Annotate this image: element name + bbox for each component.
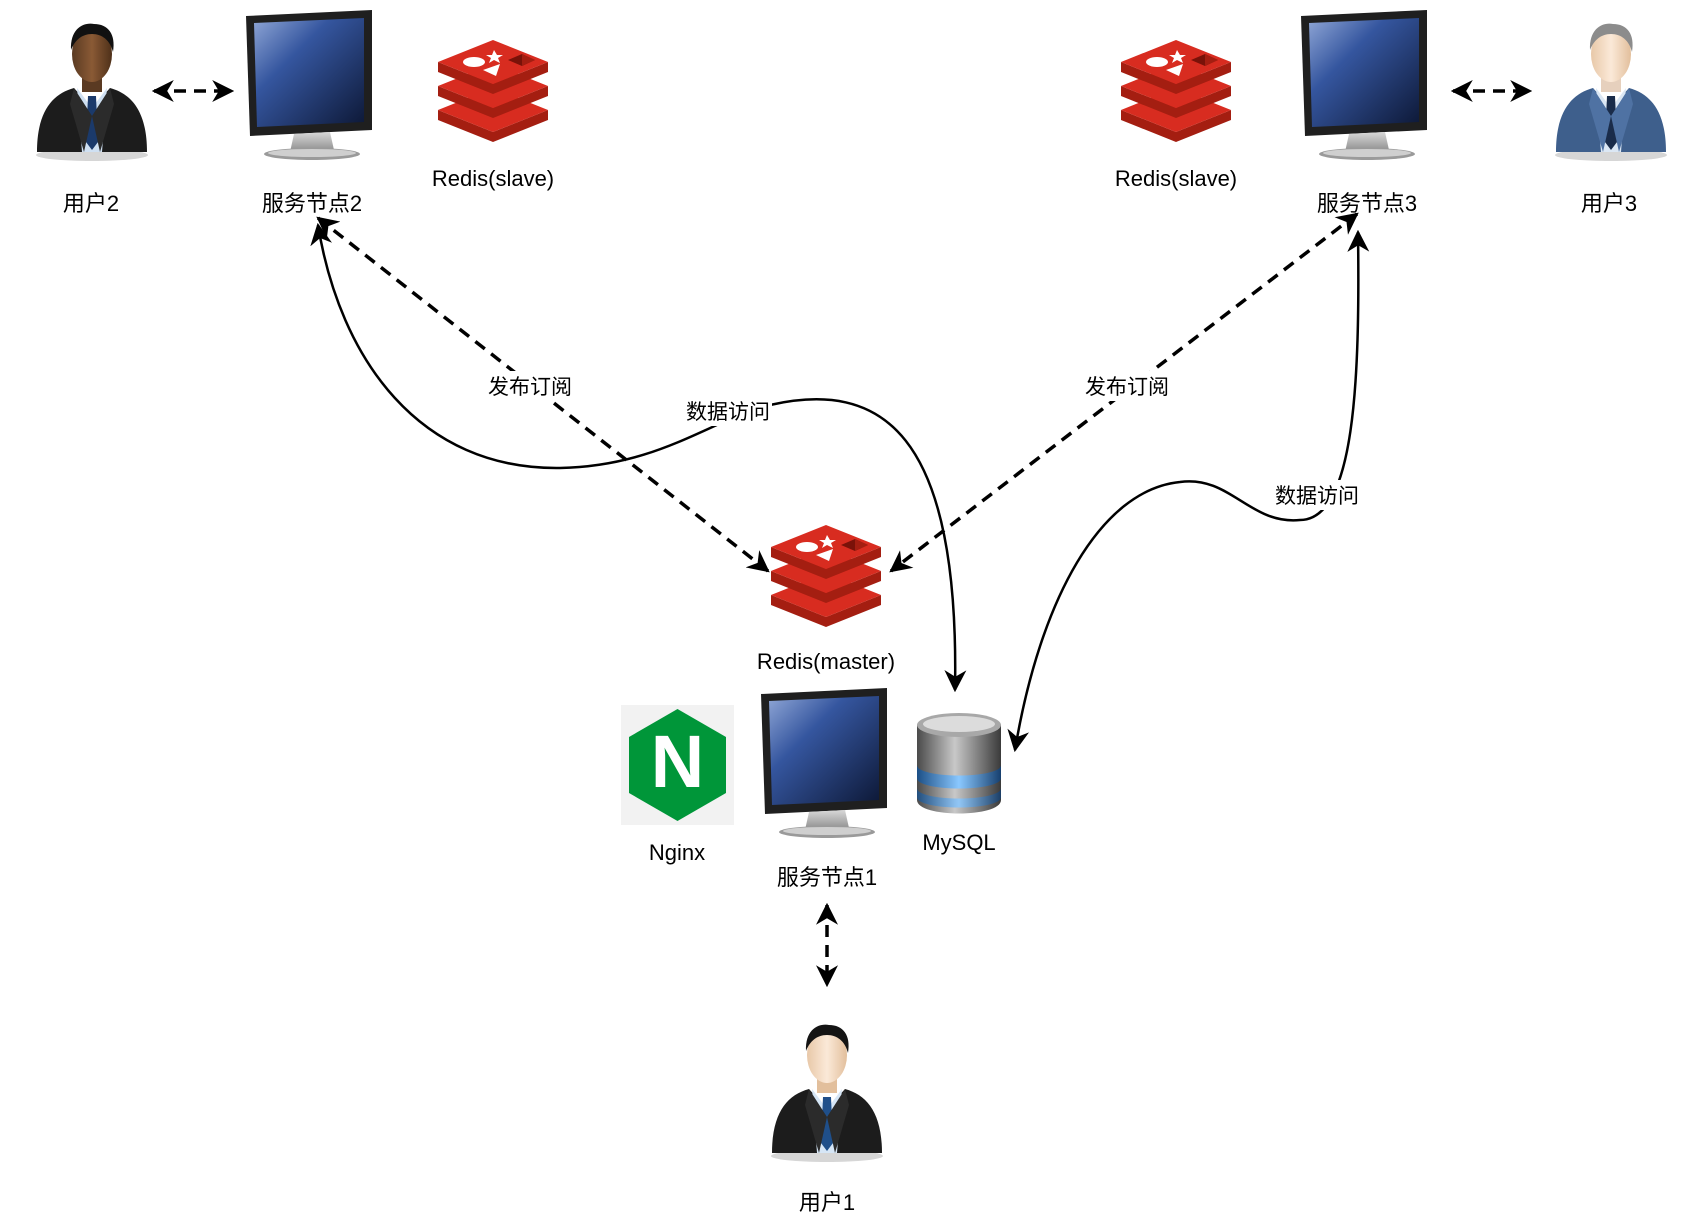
- edge-data-right: [1007, 229, 1370, 753]
- edge-pubsub-right: [889, 212, 1359, 573]
- mysql-label: MySQL: [922, 830, 996, 855]
- redis-master-label: Redis(master): [756, 649, 896, 674]
- user3-businessman-icon: [1555, 23, 1667, 162]
- redis-master-icon: [771, 525, 881, 627]
- edge-pubsub-left-label: 发布订阅: [486, 371, 574, 401]
- user2-businessman-icon: [36, 23, 148, 162]
- redis-slave2-label: Redis(slave): [431, 166, 555, 191]
- user1-label: 用户1: [798, 1190, 856, 1215]
- nginx-label: Nginx: [648, 840, 706, 865]
- redis-slave3-icon: [1121, 40, 1231, 142]
- server3-monitor-icon: [1301, 10, 1427, 160]
- user2-label: 用户2: [62, 191, 120, 216]
- server1-monitor-icon: [761, 688, 887, 838]
- mysql-database-icon: [917, 713, 1001, 814]
- server2-monitor-icon: [246, 10, 372, 160]
- nginx-icon: N: [621, 705, 734, 825]
- redis-slave2-icon: [438, 40, 548, 142]
- user1-businessman-icon: [771, 1024, 883, 1162]
- server2-label: 服务节点2: [261, 191, 363, 216]
- redis-slave3-label: Redis(slave): [1114, 166, 1238, 191]
- server3-label: 服务节点3: [1316, 191, 1418, 216]
- user3-label: 用户3: [1580, 191, 1638, 216]
- edge-pubsub-right-label: 发布订阅: [1083, 371, 1171, 401]
- edge-data-right-label: 数据访问: [1273, 480, 1361, 510]
- nginx-letter: N: [651, 720, 704, 803]
- edge-data-left-label: 数据访问: [684, 396, 772, 426]
- edge-data-left: [310, 222, 967, 693]
- server1-label: 服务节点1: [776, 865, 878, 890]
